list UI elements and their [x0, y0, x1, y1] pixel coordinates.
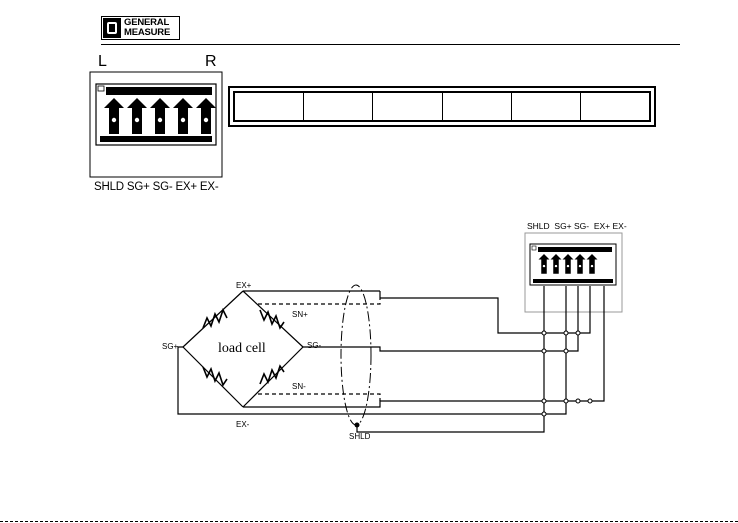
sg-minus-label: SG-	[307, 341, 322, 350]
cable-shield	[341, 285, 371, 425]
sn-plus-label: SN+	[292, 310, 308, 319]
right-connector-pins-label: SHLD SG+ SG- EX+ EX-	[527, 221, 627, 231]
load-cell-label: load cell	[218, 341, 266, 356]
pin-screw-hole	[567, 265, 569, 267]
shld-label: SHLD	[349, 432, 371, 441]
shld-dot	[355, 423, 360, 428]
ex-minus-label: EX-	[236, 420, 250, 429]
footer-rule	[0, 521, 738, 522]
ex-plus-label: EX+	[236, 281, 252, 290]
sg-plus-label: SG+	[162, 342, 179, 351]
sn-minus-label: SN-	[292, 382, 306, 391]
pin-screw-hole	[591, 265, 593, 267]
pin-screw-hole	[579, 265, 581, 267]
pin-screw-hole	[555, 265, 557, 267]
pin-screw-hole	[543, 265, 545, 267]
wires	[178, 286, 604, 432]
